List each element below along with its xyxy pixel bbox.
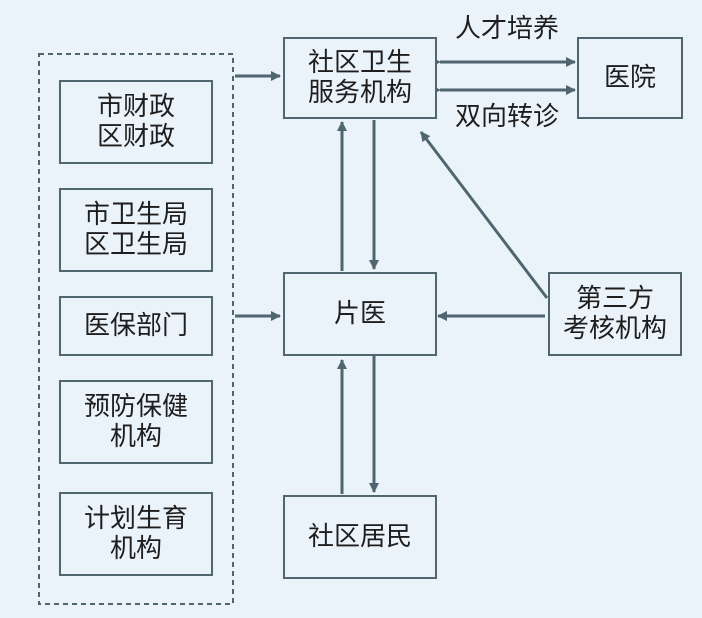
node-community-health-center: 社区卫生 服务机构 [283, 37, 437, 119]
node-health-bureau: 市卫生局 区卫生局 [59, 188, 213, 272]
node-hospital: 医院 [577, 37, 683, 119]
node-family-planning-agency: 计划生育 机构 [59, 492, 213, 576]
node-community-residents: 社区居民 [283, 495, 437, 579]
node-area-doctor: 片医 [283, 272, 437, 356]
arrow-third-party-to-community-center [419, 131, 549, 299]
node-city-district-finance: 市财政 区财政 [59, 80, 213, 164]
stakeholder-group-border [38, 53, 234, 605]
node-medical-insurance: 医保部门 [59, 296, 213, 356]
node-third-party-assessment: 第三方 考核机构 [548, 272, 682, 356]
edge-label-talent-training: 人才培养 [455, 14, 560, 44]
node-prevention-agency: 预防保健 机构 [59, 380, 213, 464]
edge-label-two-way-referral: 双向转诊 [455, 102, 560, 132]
